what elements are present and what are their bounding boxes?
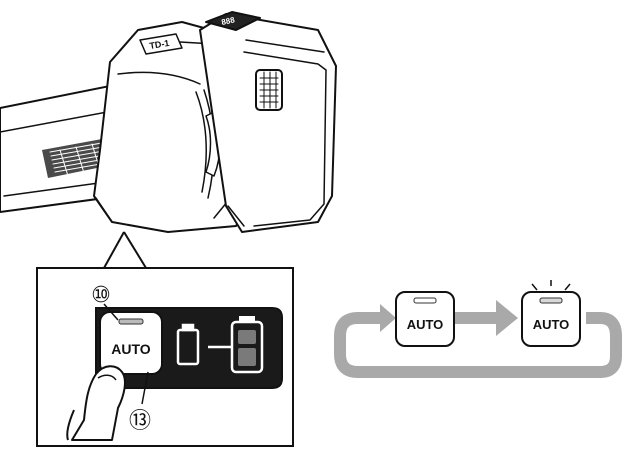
- callout-13: ⑬: [129, 371, 151, 434]
- callout-13-label: ⑬: [129, 409, 151, 434]
- auto-button-on-label: AUTO: [533, 317, 570, 332]
- auto-button-led: [118, 318, 144, 325]
- callout-10: ⑩: [91, 283, 119, 321]
- inset-detail: AUTO ⑩ ⑬: [36, 267, 294, 447]
- finger-illustration: [66, 365, 126, 441]
- mode-cycle: AUTO AUTO: [334, 280, 622, 378]
- battery-pack: 888: [199, 11, 337, 233]
- battery-release-button: [255, 69, 283, 111]
- light-rays: [531, 280, 571, 291]
- impact-driver-illustration: 888 TD-1: [0, 11, 337, 233]
- battery-indicator-window: [205, 11, 261, 31]
- battery-level-icon: [208, 316, 264, 374]
- auto-button-off-label: AUTO: [407, 317, 444, 332]
- callout-10-label: ⑩: [91, 283, 111, 308]
- leader-line: [103, 231, 147, 269]
- auto-button-off: AUTO: [395, 291, 455, 347]
- auto-button-on: AUTO: [521, 280, 581, 347]
- battery-led-text: 888: [221, 15, 236, 27]
- model-plate-text: TD-1: [149, 38, 170, 51]
- auto-button-label: AUTO: [111, 341, 151, 357]
- model-plate: TD-1: [139, 33, 183, 55]
- auto-button-panel: AUTO: [99, 311, 163, 375]
- cycle-loop-arrow: [334, 312, 622, 378]
- battery-empty-icon: [176, 323, 200, 366]
- forward-arrow: [455, 300, 518, 336]
- cycle-loop-arrowhead: [380, 304, 396, 332]
